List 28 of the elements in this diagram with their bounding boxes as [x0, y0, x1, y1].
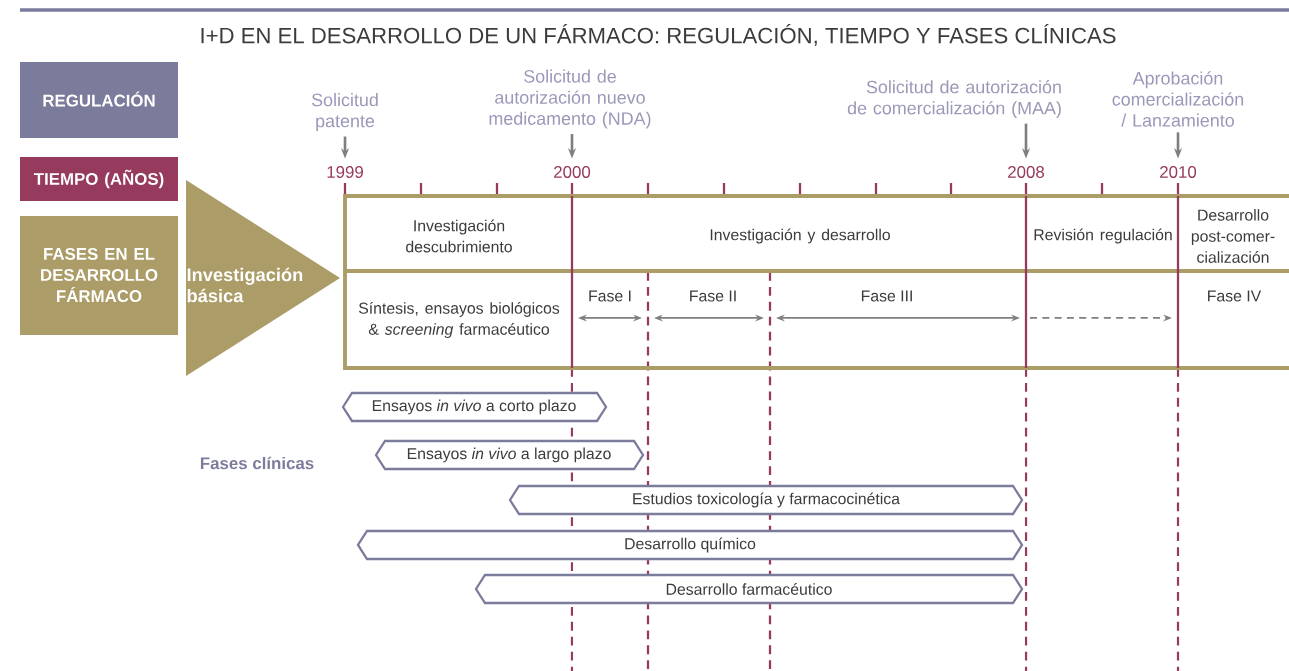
- category-box: TIEMPO (AÑOS): [20, 157, 178, 201]
- table-cell: Investigación descubrimiento: [406, 219, 512, 253]
- category-box: FASES EN EL DESARROLLO FÁRMACO: [20, 216, 178, 335]
- phase-label: Fase IV: [1208, 290, 1262, 302]
- milestone-label: Solicitud patente: [311, 93, 378, 131]
- phase-label: Fase II: [690, 290, 736, 302]
- year-label: 2008: [1008, 166, 1045, 178]
- timeline-bar: Estudios toxicología y farmacocinética: [508, 484, 1024, 516]
- table-cell: Revisión regulación: [1034, 228, 1172, 244]
- table-cell: Investigación y desarrollo: [710, 228, 890, 244]
- year-label: 2000: [554, 166, 591, 178]
- phase-label: Fase III: [861, 290, 912, 302]
- milestone-label: Solicitud de autorización nuevo medicamento (NDA): [489, 69, 651, 129]
- title: I+D EN EL DESARROLLO DE UN FÁRMACO: REGULACIÓN, TIEMPO Y FASES CLÍNICAS: [201, 24, 1116, 46]
- table-cell: Desarrollo post-comer-cialización: [1191, 209, 1275, 263]
- timeline-bar: Ensayos in vivo a corto plazo: [341, 391, 608, 423]
- year-label: 1999: [327, 166, 363, 178]
- timeline-bar: Ensayos in vivo a largo plazo: [374, 439, 645, 471]
- timeline-bar: Desarrollo químico: [356, 529, 1024, 561]
- stage-triangle: Investigación básica: [186, 180, 340, 376]
- category-box: REGULACIÓN: [20, 62, 178, 138]
- section-label: Fases clínicas: [200, 456, 314, 470]
- year-label: 2010: [1160, 166, 1197, 178]
- phase-label: Fase I: [589, 290, 631, 302]
- milestone-label: Solicitud de autorización de comercialización (MAA): [847, 80, 1061, 118]
- table-cell: Síntesis, ensayos biológicos & screening farmacéutico: [358, 302, 560, 338]
- timeline-bar: Desarrollo farmacéutico: [474, 573, 1024, 605]
- milestone-label: Aprobación comercialización / Lanzamiento: [1112, 71, 1244, 127]
